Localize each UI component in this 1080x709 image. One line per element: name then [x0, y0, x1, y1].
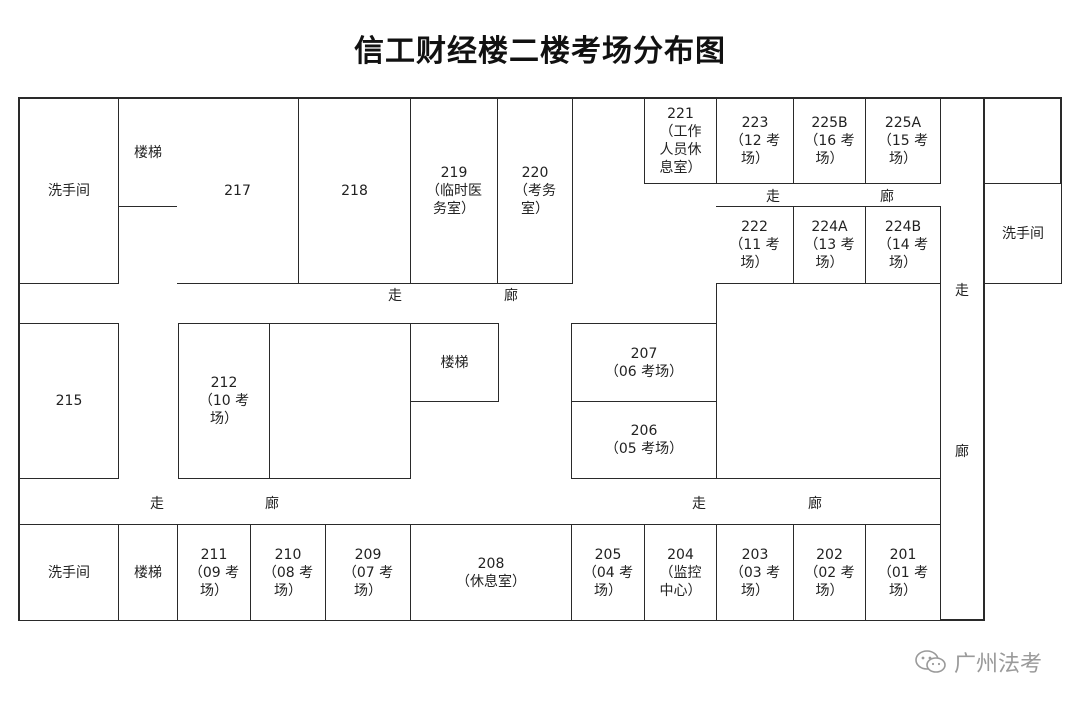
- room-224b: 224B （14 考 场）: [865, 206, 941, 284]
- room-225b: 225B （16 考 场）: [793, 98, 866, 184]
- room-223: 223 （12 考 场）: [716, 98, 794, 184]
- room-212: 212 （10 考 场）: [178, 323, 270, 479]
- room-204: 204 （监控 中心）: [644, 524, 717, 621]
- corridor-label-lower-west-lang: 廊: [265, 496, 279, 512]
- room-208: 208 （休息室）: [410, 524, 572, 621]
- room-222: 222 （11 考 场）: [716, 206, 794, 284]
- corridor-label-middle-lang: 廊: [504, 288, 518, 304]
- corridor-label-lower-east-lang: 廊: [808, 496, 822, 512]
- corridor-label-vertical-zou: 走: [955, 283, 969, 299]
- watermark-text: 广州法考: [953, 652, 1042, 677]
- room-217: 217: [177, 98, 299, 284]
- room-stair-top-left: 楼梯: [118, 98, 178, 207]
- page-title: 信工财经楼二楼考场分布图: [354, 34, 726, 69]
- room-211: 211 （09 考 场）: [177, 524, 251, 621]
- room-219: 219 （临时医 务室）: [410, 98, 498, 284]
- room-215: 215: [19, 323, 119, 479]
- room-220: 220 （考务 室）: [497, 98, 573, 284]
- room-205: 205 （04 考 场）: [571, 524, 645, 621]
- room-218: 218: [298, 98, 411, 284]
- room-221: 221 （工作 人员休 息室）: [644, 98, 717, 184]
- room-207: 207 （06 考场）: [571, 323, 717, 402]
- corridor-label-lower-east-zou: 走: [692, 496, 706, 512]
- room-201: 201 （01 考 场）: [865, 524, 941, 621]
- room-210: 210 （08 考 场）: [250, 524, 326, 621]
- room-washroom-top-left: 洗手间: [19, 98, 119, 284]
- wechat-icon: [914, 649, 948, 675]
- room-212-annex: [269, 323, 411, 479]
- room-202: 202 （02 考 场）: [793, 524, 866, 621]
- room-203: 203 （03 考 场）: [716, 524, 794, 621]
- room-stair-middle: 楼梯: [410, 323, 499, 402]
- room-206: 206 （05 考场）: [571, 401, 717, 479]
- room-washroom-bottom-left: 洗手间: [19, 524, 119, 621]
- room-224a: 224A （13 考 场）: [793, 206, 866, 284]
- corridor-label-upper-east-zou: 走: [766, 189, 780, 205]
- corridor-label-upper-east-lang: 廊: [880, 189, 894, 205]
- room-washroom-right: 洗手间: [984, 183, 1062, 284]
- corridor-label-vertical-lang: 廊: [955, 444, 969, 460]
- corridor-label-middle-zou: 走: [388, 288, 402, 304]
- corridor-east-wall: [940, 283, 941, 621]
- room-east-block: [716, 283, 941, 479]
- corridor-label-lower-west-zou: 走: [150, 496, 164, 512]
- watermark: 广州法考: [914, 646, 1042, 678]
- room-stair-bottom-left: 楼梯: [118, 524, 178, 621]
- room-225a: 225A （15 考 场）: [865, 98, 941, 184]
- room-209: 209 （07 考 场）: [325, 524, 411, 621]
